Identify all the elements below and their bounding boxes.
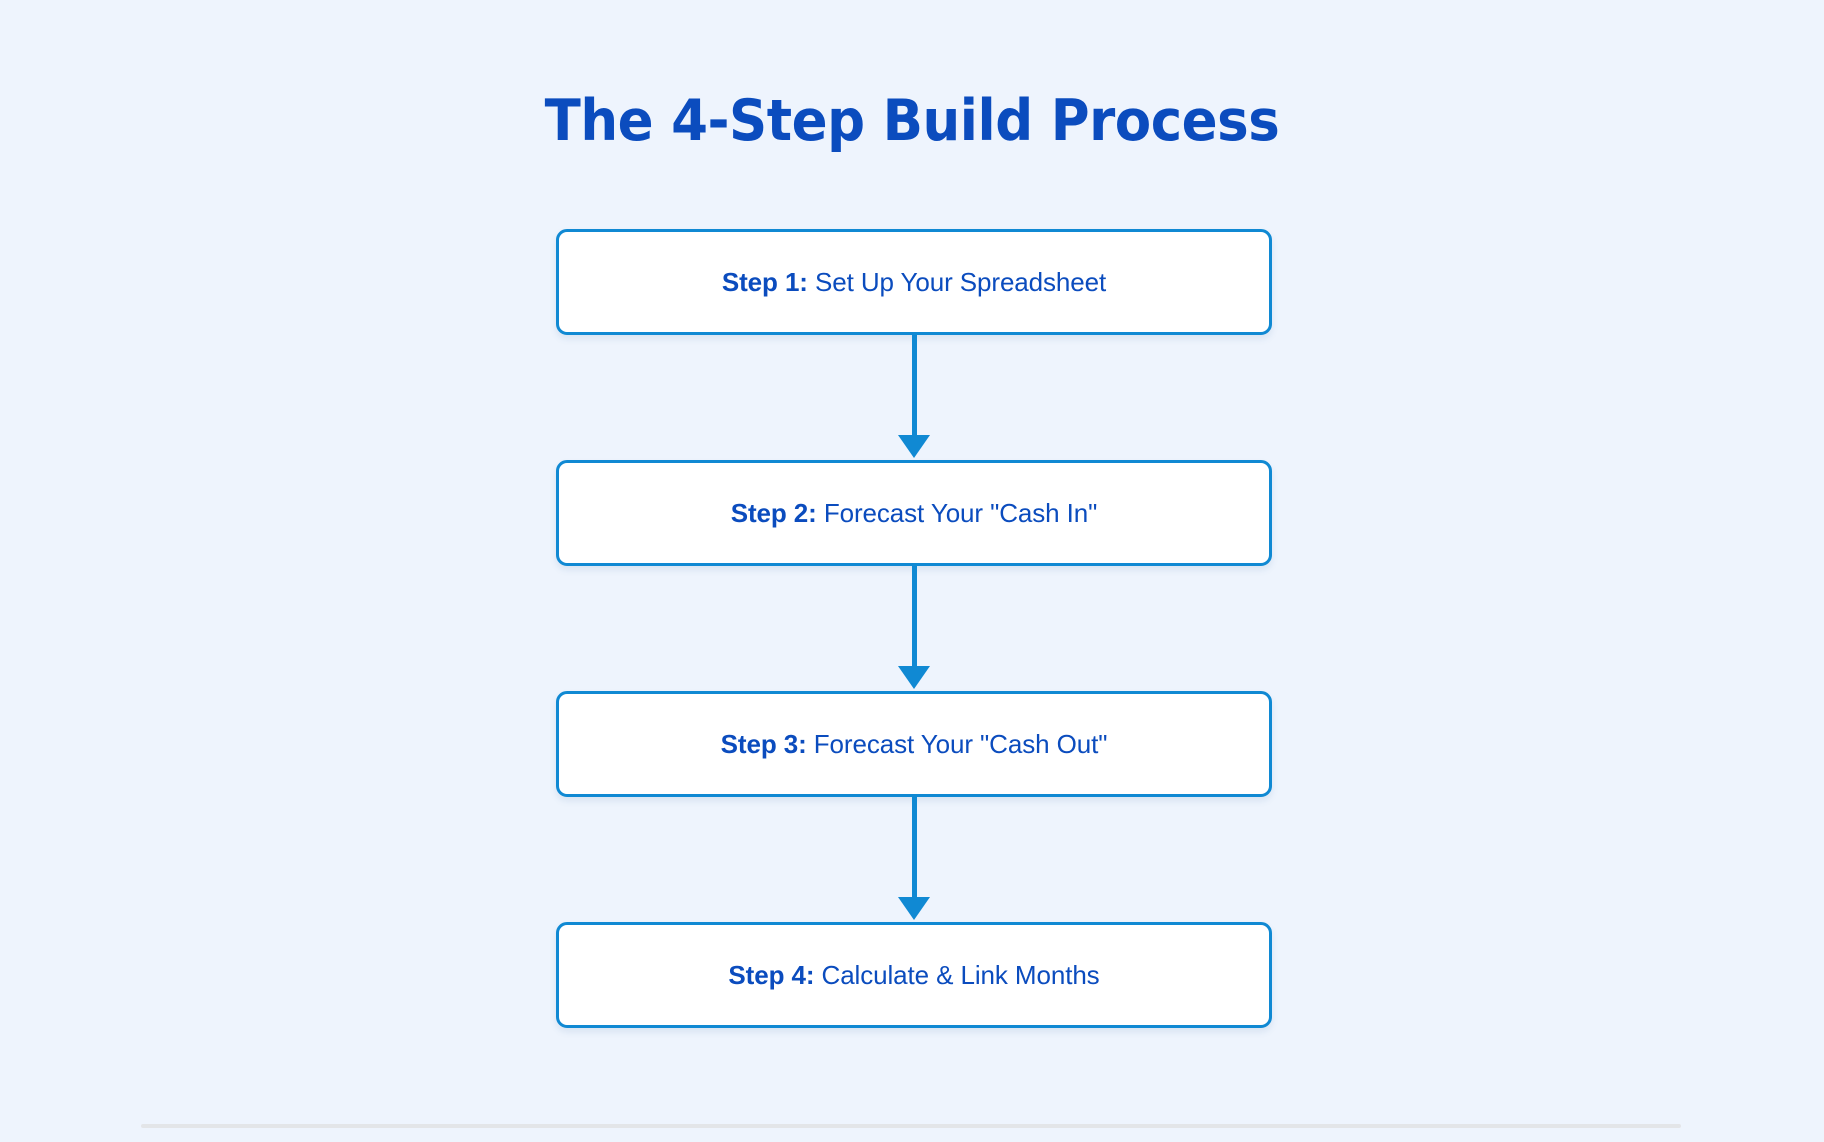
step-lead-3: Step 3:	[720, 728, 807, 759]
step-box-1[interactable]: Step 1: Set Up Your Spreadsheet	[556, 229, 1272, 335]
connector-3-to-4	[556, 797, 1272, 922]
step-lead-2: Step 2:	[730, 497, 817, 528]
step-rest-3: Forecast Your "Cash Out"	[806, 728, 1108, 759]
step-lead-4: Step 4:	[728, 959, 815, 990]
arrow-down-icon	[898, 435, 930, 458]
connector-line-icon	[911, 566, 917, 671]
step-rest-1: Set Up Your Spreadsheet	[807, 266, 1107, 297]
step-rest-2: Forecast Your "Cash In"	[816, 497, 1098, 528]
flowchart-container: Step 1: Set Up Your Spreadsheet Step 2: …	[556, 229, 1272, 1028]
connector-line-icon	[911, 335, 917, 440]
connector-1-to-2	[556, 335, 1272, 460]
step-label-3: Step 3: Forecast Your "Cash Out"	[721, 729, 1108, 760]
bottom-divider	[141, 1124, 1681, 1128]
connector-2-to-3	[556, 566, 1272, 691]
page-title: The 4-Step Build Process	[544, 88, 1280, 154]
step-box-4[interactable]: Step 4: Calculate & Link Months	[556, 922, 1272, 1028]
connector-line-icon	[911, 797, 917, 902]
arrow-down-icon	[898, 666, 930, 689]
arrow-down-icon	[898, 897, 930, 920]
step-label-1: Step 1: Set Up Your Spreadsheet	[722, 267, 1106, 298]
step-label-2: Step 2: Forecast Your "Cash In"	[731, 498, 1098, 529]
step-box-3[interactable]: Step 3: Forecast Your "Cash Out"	[556, 691, 1272, 797]
step-rest-4: Calculate & Link Months	[814, 959, 1100, 990]
step-box-2[interactable]: Step 2: Forecast Your "Cash In"	[556, 460, 1272, 566]
step-label-4: Step 4: Calculate & Link Months	[728, 960, 1099, 991]
step-lead-1: Step 1:	[721, 266, 808, 297]
